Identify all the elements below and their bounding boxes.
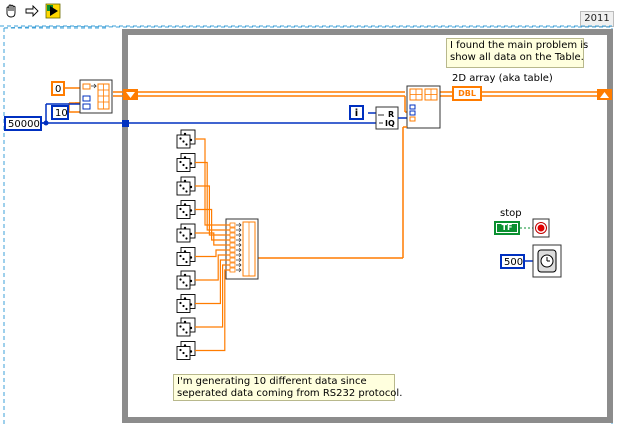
stop-condition-terminal xyxy=(532,218,550,238)
build-array-node xyxy=(225,218,259,280)
random-data-wires xyxy=(195,138,230,352)
random-data-wire xyxy=(195,232,230,246)
random-data-wire xyxy=(195,138,230,226)
random-data-wire xyxy=(195,259,230,305)
random-number-icon xyxy=(176,247,196,266)
random-number-icon xyxy=(176,223,196,243)
array-indicator-label: 2D array (aka table) xyxy=(452,73,553,84)
random-data-wire xyxy=(195,264,230,328)
quotient-iq-label: IQ xyxy=(385,119,395,128)
quotient-remainder-node: R IQ xyxy=(375,106,399,130)
arrow-icon[interactable] xyxy=(24,3,40,19)
initialize-array-node xyxy=(79,79,113,114)
shift-register-left xyxy=(123,89,138,100)
random-data-wire xyxy=(195,208,230,241)
stop-button-control[interactable]: TF xyxy=(494,221,520,235)
comment-bottom: I'm generating 10 different data since s… xyxy=(173,374,402,401)
random-number-generators xyxy=(176,129,196,360)
replace-array-subset-node xyxy=(406,85,441,129)
stop-control-value: TF xyxy=(497,224,517,232)
total-constant[interactable]: 50000 xyxy=(4,116,42,131)
stop-label: stop xyxy=(500,208,522,219)
while-loop-frame xyxy=(122,29,613,423)
random-number-icon xyxy=(176,153,196,172)
toolbar xyxy=(0,0,70,24)
random-data-wire xyxy=(195,161,230,231)
random-number-icon xyxy=(176,317,196,337)
start-constant[interactable]: 0 xyxy=(51,81,65,96)
random-data-wire xyxy=(195,254,230,281)
random-number-icon xyxy=(176,176,196,196)
random-number-icon xyxy=(176,200,196,219)
random-number-icon xyxy=(176,294,196,313)
shift-register-right xyxy=(597,89,612,100)
build-array-output-wire xyxy=(258,126,407,259)
index-terminal: i xyxy=(349,105,364,120)
array-indicator[interactable]: DBL xyxy=(452,86,482,101)
hand-icon[interactable] xyxy=(3,3,19,19)
random-number-icon xyxy=(176,341,196,360)
count-constant[interactable]: 10 xyxy=(51,105,69,120)
random-number-icon xyxy=(176,270,196,290)
random-data-wire xyxy=(195,249,230,258)
quotient-r-label: R xyxy=(388,110,394,119)
random-data-wire xyxy=(195,269,230,352)
random-data-wire xyxy=(195,185,230,236)
wait-constant[interactable]: 500 xyxy=(500,254,525,269)
numeric-wire xyxy=(42,103,376,124)
loop-tunnel xyxy=(122,120,129,127)
wait-timer-node xyxy=(532,244,562,278)
comment-top: I found the main problem is show all dat… xyxy=(446,38,588,68)
run-icon[interactable] xyxy=(45,3,61,19)
random-number-icon xyxy=(176,129,196,149)
array-indicator-type: DBL xyxy=(458,89,476,98)
outer-structure-border xyxy=(3,26,613,424)
